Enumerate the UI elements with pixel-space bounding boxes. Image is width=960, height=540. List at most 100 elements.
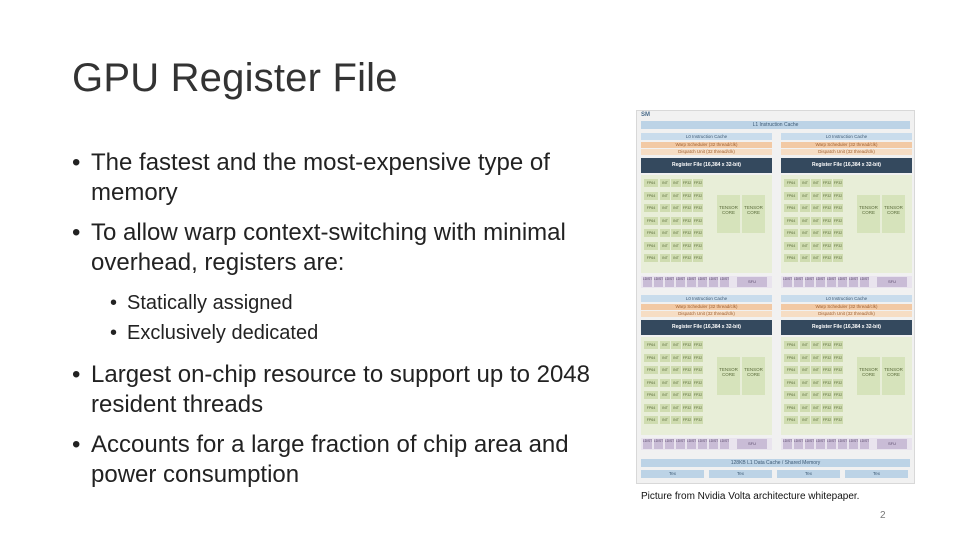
ldst-unit: LD/ST [838,277,847,287]
core-cell: FP32 [822,191,832,200]
core-cell: FP64 [644,341,658,349]
core-cell: INT [671,353,681,362]
ldst-unit: LD/ST [643,277,652,287]
sfu-unit: SFU [737,439,767,449]
core-cell: FP32 [693,254,703,262]
sub-bullet-item: • Exclusively dedicated [72,318,612,348]
core-cell: INT [800,403,810,412]
register-file: Register File (16,384 x 32-bit) [641,320,772,335]
core-cell: INT [811,416,821,424]
core-cell: FP32 [833,229,843,237]
ldst-unit: LD/ST [698,277,707,287]
sub-bullet-text: Statically assigned [127,292,293,314]
sm-label: SM [641,112,650,118]
core-cell: FP32 [693,216,703,225]
core-cell: FP32 [682,341,692,349]
core-cell: INT [671,366,681,374]
core-cell: INT [660,366,670,374]
core-cell: FP32 [682,204,692,212]
texture-unit: Tex [709,470,772,478]
volta-sm-diagram: SM L1 Instruction Cache 128KB L1 Data Ca… [636,110,915,484]
ldst-unit: LD/ST [849,277,858,287]
core-cell: FP32 [822,391,832,399]
core-cell: FP64 [644,179,658,187]
core-cell: FP64 [784,353,798,362]
ldst-unit: LD/ST [849,439,858,449]
core-cell: INT [800,341,810,349]
core-cell: FP32 [833,204,843,212]
ldst-unit: LD/ST [794,439,803,449]
core-cell: FP32 [822,241,832,250]
core-cell: INT [811,191,821,200]
core-cell: INT [811,378,821,387]
core-cell: INT [811,229,821,237]
core-cell: FP32 [833,403,843,412]
core-cell: FP32 [693,353,703,362]
warp-scheduler: Warp Scheduler (32 thread/clk) [641,142,772,148]
core-cell: FP32 [822,416,832,424]
core-cell: FP64 [784,204,798,212]
core-cell: FP32 [822,403,832,412]
ldst-unit: LD/ST [687,439,696,449]
core-cell: FP32 [693,366,703,374]
core-cell: INT [800,191,810,200]
core-cell: INT [671,341,681,349]
core-cell: INT [811,403,821,412]
core-cell: INT [811,204,821,212]
core-cell: FP32 [693,191,703,200]
bullet-item: • Accounts for a large fraction of chip … [72,430,612,490]
ldst-unit: LD/ST [654,439,663,449]
core-cell: INT [800,254,810,262]
ldst-unit: LD/ST [860,439,869,449]
ldst-unit: LD/ST [709,277,718,287]
slide-title: GPU Register File [72,56,398,100]
bullet-text: Accounts for a large fraction of chip ar… [91,431,569,488]
core-cell: INT [660,241,670,250]
ldst-unit: LD/ST [838,439,847,449]
core-cell: FP32 [833,179,843,187]
core-cell: INT [671,416,681,424]
core-cell: INT [800,179,810,187]
tensor-core: TENSOR CORE [857,195,880,233]
ldst-unit: LD/ST [827,439,836,449]
core-cell: INT [660,416,670,424]
ldst-unit: LD/ST [687,277,696,287]
core-cell: FP64 [784,254,798,262]
core-cell: FP32 [693,378,703,387]
dispatch-unit: Dispatch Unit (32 thread/clk) [641,149,772,155]
ldst-unit: LD/ST [698,439,707,449]
ldst-unit: LD/ST [816,439,825,449]
core-cell: FP32 [822,341,832,349]
bullet-item: • Largest on-chip resource to support up… [72,360,612,420]
ldst-unit: LD/ST [816,277,825,287]
tensor-core: TENSOR CORE [882,357,905,395]
core-cell: INT [800,353,810,362]
warp-scheduler: Warp Scheduler (32 thread/clk) [781,142,912,148]
core-cell: INT [811,241,821,250]
core-cell: FP32 [833,341,843,349]
core-cell: INT [800,366,810,374]
core-cell: INT [800,391,810,399]
ldst-unit: LD/ST [709,439,718,449]
tensor-core: TENSOR CORE [882,195,905,233]
bullet-marker: • [110,292,118,314]
core-cell: FP64 [784,241,798,250]
core-cell: FP64 [784,366,798,374]
bullet-marker: • [110,322,118,344]
ldst-unit: LD/ST [805,277,814,287]
core-cell: INT [671,403,681,412]
bullet-list: • The fastest and the most-expensive typ… [72,148,612,500]
bullet-item: • The fastest and the most-expensive typ… [72,148,612,208]
core-cell: FP64 [644,191,658,200]
core-cell: INT [660,179,670,187]
core-cell: FP32 [833,416,843,424]
core-cell: INT [811,366,821,374]
core-cell: FP32 [833,391,843,399]
core-cell: FP32 [833,378,843,387]
